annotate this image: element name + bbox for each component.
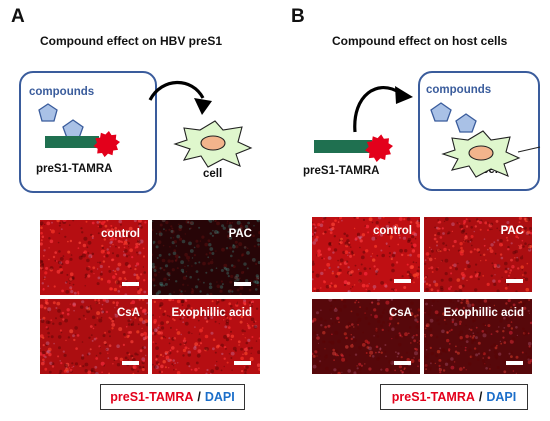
curved-arrow <box>353 86 401 133</box>
legend-red-label: preS1-TAMRA <box>391 390 475 404</box>
presa1-peptide-bar <box>314 140 372 153</box>
tile-label: Exophillic acid <box>443 307 524 319</box>
panel-b-tile-control: control <box>312 217 420 292</box>
panel-b-compounds-label: compounds <box>426 84 492 96</box>
legend-separator: / <box>197 390 201 404</box>
legend-separator: / <box>478 390 483 404</box>
scale-bar <box>506 279 523 283</box>
tile-label: control <box>101 228 140 240</box>
scale-bar <box>394 361 411 365</box>
tile-label: PAC <box>228 228 252 240</box>
panel-b-tile-csa: CsA <box>312 299 420 374</box>
scale-bar <box>122 361 139 365</box>
scale-bar <box>506 361 523 365</box>
panel-a-tile-csa: CsA <box>40 299 148 374</box>
scale-bar <box>122 282 139 286</box>
panel-a-tile-control: control <box>40 220 148 295</box>
panel-a-letter: A <box>11 6 25 27</box>
arrow-head <box>395 86 413 104</box>
tile-label: Exophillic acid <box>171 307 252 319</box>
tamra-dye-starburst <box>93 131 120 158</box>
compound-pentagon <box>455 113 477 133</box>
panel-b-schematic <box>314 86 541 178</box>
panel-a-compounds-label: compounds <box>29 86 95 98</box>
tile-label: control <box>373 225 412 237</box>
tamra-dye-starburst <box>365 134 393 162</box>
panel-b-tile-pac: PAC <box>424 217 532 292</box>
presa1-peptide-bar <box>45 136 99 148</box>
scale-bar <box>234 361 251 365</box>
legend-red-label: preS1-TAMRA <box>110 390 194 404</box>
panel-a-schematic <box>38 81 253 168</box>
compound-pentagon <box>430 102 452 122</box>
cell-nucleus <box>468 145 494 161</box>
panel-b-probe-label: preS1-TAMRA <box>303 165 380 177</box>
curved-arrow <box>148 81 205 101</box>
panel-a-tile-exophillic-acid: Exophillic acid <box>152 299 260 374</box>
panel-a-probe-label: preS1-TAMRA <box>36 163 113 175</box>
panel-a-title: Compound effect on HBV preS1 <box>40 34 223 48</box>
arrow-head <box>194 98 212 115</box>
panel-a-tile-pac: PAC <box>152 220 260 295</box>
tile-label: CsA <box>388 307 412 319</box>
panel-b-title: Compound effect on host cells <box>332 34 508 48</box>
tile-label: PAC <box>500 225 524 237</box>
panel-b-legend: preS1-TAMRA/DAPI <box>380 384 528 410</box>
scale-bar <box>234 282 251 286</box>
panel-a-frame <box>19 71 157 193</box>
cell-nucleus <box>200 135 226 151</box>
legend-blue-label: DAPI <box>486 390 517 404</box>
panel-b-tile-exophillic-acid: Exophillic acid <box>424 299 532 374</box>
tile-label: CsA <box>116 307 140 319</box>
panel-a-cell-label: cell <box>203 168 223 180</box>
panel-a-legend: preS1-TAMRA/DAPI <box>100 384 245 410</box>
scale-bar <box>394 279 411 283</box>
cell-protrusion <box>517 146 541 153</box>
panel-b-letter: B <box>291 6 305 27</box>
compound-pentagon <box>38 103 58 122</box>
legend-blue-label: DAPI <box>204 390 235 404</box>
